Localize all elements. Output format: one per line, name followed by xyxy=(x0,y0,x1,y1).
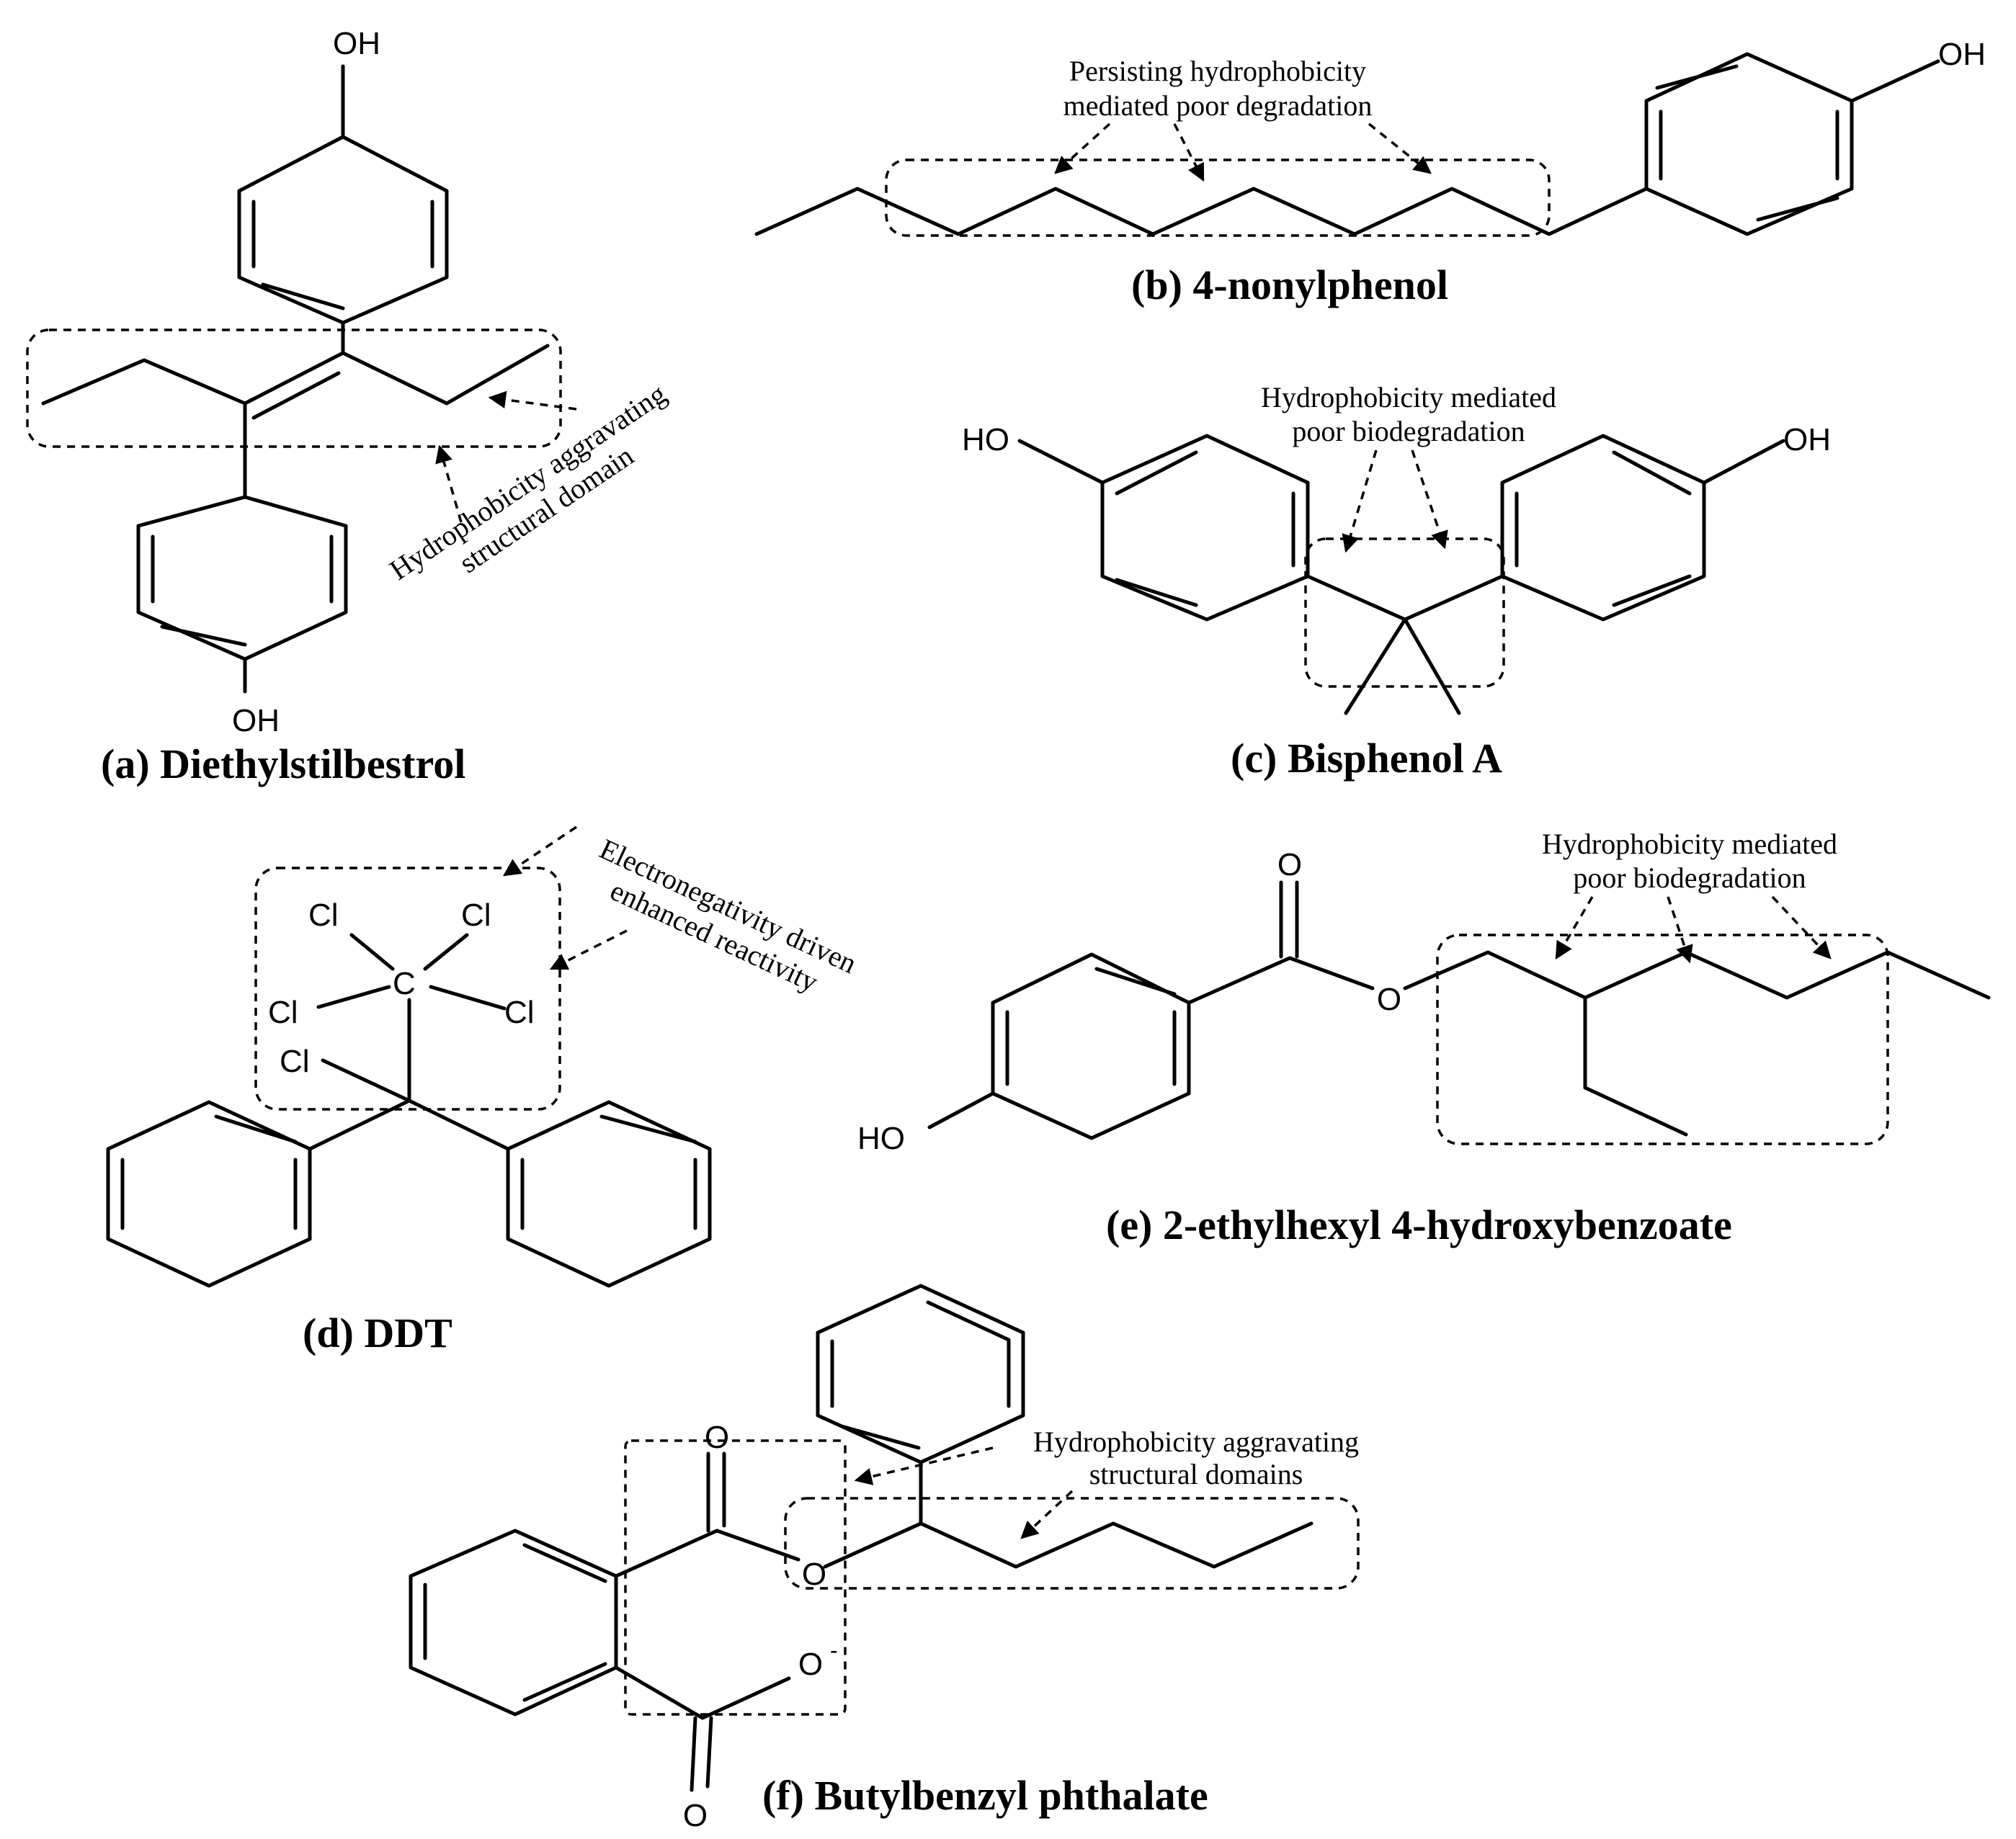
atom-o-carbonyl: O xyxy=(1277,847,1302,882)
annotation-arrow-b3 xyxy=(1368,122,1432,174)
panel-a-diethylstilbestrol: OH OH Hydrophobicity aggravating structu… xyxy=(26,26,672,787)
panel-b-4-nonylphenol: OH Persisting hydrophobicity mediated po… xyxy=(754,37,1986,308)
atom-cl-4: Cl xyxy=(504,995,535,1030)
panel-e-2-ethylhexyl-4-hydroxybenzoate: O O HO Hydrophobicity mediated poor biod… xyxy=(857,828,1991,1248)
annotation-f-line1: Hydrophobicity aggravating xyxy=(1033,1426,1359,1458)
annotation-arrow-d1 xyxy=(502,825,577,877)
nonyl-chain xyxy=(754,187,1649,236)
annotation-arrow-f2 xyxy=(1020,1490,1074,1539)
dashed-domain-box-d xyxy=(254,867,561,1111)
annotation-e-line2: poor biodegradation xyxy=(1573,862,1806,894)
dashed-domain-box-f2 xyxy=(784,1497,1360,1590)
atom-o-bottom: O xyxy=(683,1798,708,1833)
caption-a: (a) Diethylstilbestrol xyxy=(101,740,465,787)
annotation-a: Hydrophobicity aggravating structural do… xyxy=(383,377,672,586)
dashed-domain-box-f1 xyxy=(624,1439,847,1716)
annotation-arrow-a1 xyxy=(488,390,577,411)
ring-c-left xyxy=(1100,434,1310,622)
annotation-b-line1: Persisting hydrophobicity xyxy=(1069,55,1366,87)
annotation-arrow-e1 xyxy=(1555,896,1594,960)
ring-c-right xyxy=(1500,434,1706,622)
ring-b xyxy=(1644,52,1854,236)
atom-oh-right: OH xyxy=(1783,422,1831,457)
annotation-b-line2: mediated poor degradation xyxy=(1063,89,1373,122)
atom-o-minus: O xyxy=(798,1647,823,1682)
panel-d-ddt: Cl Cl C Cl Cl Cl Electronegativity drive… xyxy=(106,825,862,1356)
ring-e xyxy=(991,952,1191,1140)
annotation-arrow-b2 xyxy=(1173,123,1205,182)
annotation-arrow-b1 xyxy=(1054,122,1111,174)
butyl-chain xyxy=(919,1521,1313,1569)
atom-oh-top: OH xyxy=(333,26,380,61)
ring-a-bottom xyxy=(136,495,348,661)
atom-cl-3: Cl xyxy=(268,995,298,1030)
atom-oh: OH xyxy=(1938,37,1986,72)
atom-ho-left: HO xyxy=(962,422,1009,457)
atom-c: C xyxy=(393,966,416,1001)
annotation-d: Electronegativity driven enhanced reacti… xyxy=(595,832,862,998)
panel-c-bisphenol-a: HO OH Hydrophobicity mediated poor biode… xyxy=(962,381,1831,782)
ring-d-right xyxy=(506,1100,712,1288)
annotation-c-line2: poor biodegradation xyxy=(1292,415,1525,447)
caption-d: (d) DDT xyxy=(303,1310,452,1356)
dashed-domain-box-c xyxy=(1304,537,1505,688)
annotation-a-line1: Hydrophobicity aggravating xyxy=(383,377,672,586)
ring-f-top xyxy=(816,1284,1025,1464)
atom-o-top: O xyxy=(705,1420,729,1455)
atom-o-ester: O xyxy=(1377,982,1401,1017)
caption-e: (e) 2-ethylhexyl 4-hydroxybenzoate xyxy=(1106,1202,1732,1248)
annotation-arrow-f1 xyxy=(854,1446,994,1485)
caption-c: (c) Bisphenol A xyxy=(1231,735,1502,782)
annotation-c-line1: Hydrophobicity mediated xyxy=(1261,381,1556,413)
alkene-chain-a xyxy=(41,344,550,420)
annotation-arrow-e3 xyxy=(1771,895,1832,959)
annotation-e-line1: Hydrophobicity mediated xyxy=(1542,828,1837,860)
dashed-domain-box-e xyxy=(1436,934,1889,1145)
ethyl-branch xyxy=(1583,995,1688,1137)
charge-minus: - xyxy=(830,1637,838,1663)
annotation-f-line2: structural domains xyxy=(1089,1458,1303,1490)
caption-f: (f) Butylbenzyl phthalate xyxy=(762,1772,1208,1819)
atom-ho: HO xyxy=(857,1121,905,1156)
atom-cl-2: Cl xyxy=(461,898,491,933)
ring-a-top xyxy=(237,135,449,325)
annotation-arrow-c1 xyxy=(1342,449,1378,553)
dashed-domain-box-b xyxy=(885,158,1551,237)
ring-f-phthalate xyxy=(409,1529,618,1717)
atom-cl-5: Cl xyxy=(280,1044,310,1079)
benzylic-bonds xyxy=(823,1460,923,1569)
atom-cl-1: Cl xyxy=(308,898,339,933)
dashed-domain-box-a xyxy=(26,328,562,448)
isopropylidene-bridge xyxy=(1306,574,1504,622)
panel-f-butylbenzyl-phthalate: O O O - O Hydrophobicity aggravating str… xyxy=(409,1284,1360,1833)
annotation-arrow-d2 xyxy=(549,929,628,970)
annotation-arrow-e2 xyxy=(1667,896,1693,964)
atom-oh-bottom: OH xyxy=(232,703,280,738)
annotation-arrow-c2 xyxy=(1411,449,1448,550)
caption-b: (b) 4-nonylphenol xyxy=(1131,261,1448,308)
atom-o-ester: O xyxy=(802,1557,826,1592)
ethylhexyl-chain xyxy=(1403,950,1991,1000)
ring-d-left xyxy=(106,1100,312,1288)
